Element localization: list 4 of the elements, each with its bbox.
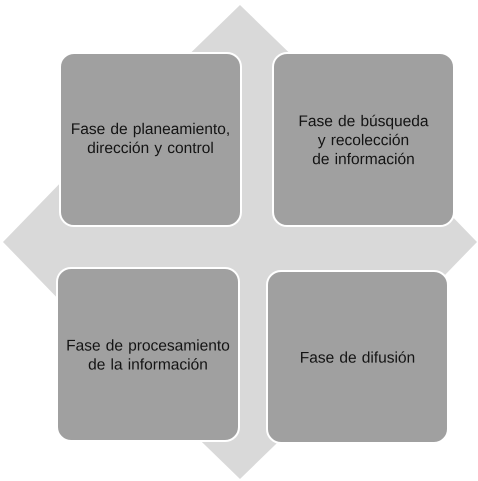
phase-box: Fase de búsqueda y recolección de información — [272, 52, 455, 227]
phase-box: Fase de procesamiento de la información — [56, 267, 240, 442]
phase-box: Fase de planeamiento, dirección y control — [59, 52, 242, 227]
phase-box: Fase de difusión — [266, 270, 449, 444]
